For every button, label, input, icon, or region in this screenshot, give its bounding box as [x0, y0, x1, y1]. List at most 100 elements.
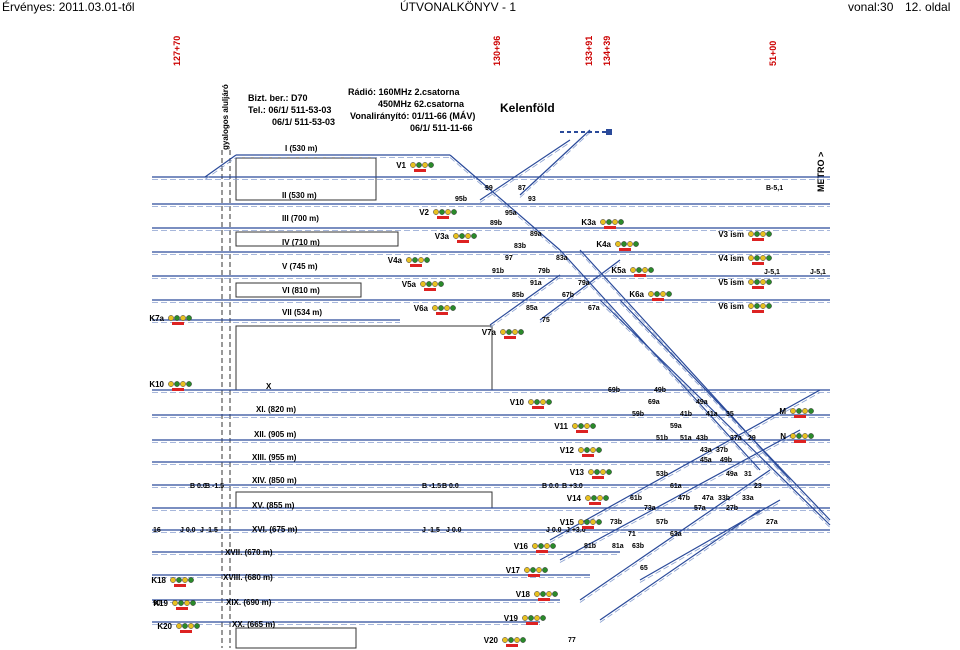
track-label: X	[266, 382, 272, 391]
signal-plate	[582, 526, 594, 529]
signal-label: V17	[506, 566, 521, 575]
signal-lamp	[172, 600, 178, 606]
signal-label: V4a	[388, 256, 403, 265]
switch-number: 87	[518, 185, 526, 192]
position-marker: B 0.0	[542, 483, 559, 490]
signal-label: V6 ism	[718, 302, 744, 311]
signal-lamp	[424, 257, 430, 263]
signal-lamp	[170, 577, 176, 583]
signal-lamp	[802, 408, 808, 414]
signal-plate	[410, 264, 422, 267]
switch-number: 73b	[610, 519, 622, 526]
switch-number: 69a	[648, 399, 660, 406]
signal-plate	[436, 312, 448, 315]
switch-number: 53b	[656, 471, 668, 478]
signal: K18	[151, 576, 194, 587]
signal-label: V19	[504, 614, 519, 623]
chainage-label: 51+00	[768, 41, 778, 66]
signal-lamp	[578, 447, 584, 453]
signal-lamp	[438, 281, 444, 287]
switch-number: 67a	[588, 305, 600, 312]
signal-lamp	[412, 257, 418, 263]
signal-label: V15	[560, 518, 575, 527]
switch-number: 67b	[562, 292, 574, 299]
switch-number: 41b	[680, 411, 692, 418]
signal-label: V7a	[482, 328, 497, 337]
position-marker: J-5,1	[810, 269, 826, 276]
signal-lamp	[439, 209, 445, 215]
signal-plate	[172, 388, 184, 391]
signal: V5 ism	[718, 278, 772, 289]
signal-lamp	[584, 519, 590, 525]
signal-lamp	[621, 241, 627, 247]
signal-label: V3 ism	[718, 230, 744, 239]
signal: V16	[514, 542, 556, 553]
signal-lamp	[182, 577, 188, 583]
track-line	[639, 499, 781, 581]
signal-plate	[576, 430, 588, 433]
signal: V15	[560, 518, 602, 529]
switch-number: 81a	[612, 543, 624, 550]
position-marker: 16	[153, 527, 161, 534]
switch-number: 47b	[678, 495, 690, 502]
signal-lamp	[578, 423, 584, 429]
signal-plate	[538, 598, 550, 601]
track-line	[479, 139, 571, 201]
track-label: V (745 m)	[282, 262, 318, 271]
signal-lamp	[648, 267, 654, 273]
signal-plate	[528, 574, 540, 577]
signal: V10	[510, 398, 552, 409]
signal: K6a	[629, 290, 672, 301]
signal-plate	[752, 238, 764, 241]
signal-lamp	[572, 423, 578, 429]
switch-number: 95a	[505, 210, 517, 217]
signal-lamp	[426, 281, 432, 287]
signal-lamp	[766, 303, 772, 309]
track-line	[549, 392, 821, 543]
platform	[235, 627, 357, 649]
signal-lamp	[754, 231, 760, 237]
switch-number: 71	[628, 531, 636, 538]
switch-number: 85b	[512, 292, 524, 299]
signal-lamp	[600, 219, 606, 225]
track-label: VI (810 m)	[282, 286, 320, 295]
signal-lamp	[540, 591, 546, 597]
signal-plate	[794, 415, 806, 418]
switch-number: 23	[754, 483, 762, 490]
switch-number: 73a	[644, 505, 656, 512]
switch-number: 85a	[526, 305, 538, 312]
signal-label: V11	[554, 422, 568, 431]
signal-label: N	[780, 432, 786, 441]
signal-lamp	[538, 543, 544, 549]
signal-lamp	[518, 329, 524, 335]
signal-lamp	[528, 399, 534, 405]
track-line	[619, 302, 831, 523]
position-marker: J 0.0	[180, 527, 196, 534]
signal: N	[780, 432, 814, 443]
signal-lamp	[600, 469, 606, 475]
track-label: I (530 m)	[285, 144, 318, 153]
signal-lamp	[636, 267, 642, 273]
signal-lamp	[760, 303, 766, 309]
signal: V6a	[414, 304, 456, 315]
signal: V18	[516, 590, 558, 601]
signal: K10	[149, 380, 192, 391]
position-marker: J +3.0	[566, 527, 586, 534]
track-label: XIV. (850 m)	[252, 476, 297, 485]
position-marker: J 0.0	[446, 527, 462, 534]
track-line	[539, 262, 621, 323]
signal-lamp	[544, 543, 550, 549]
signal-lamp	[530, 567, 536, 573]
signal: V19	[504, 614, 546, 625]
track-line	[559, 252, 761, 473]
position-marker: J-5,1	[764, 269, 780, 276]
switch-number: 69b	[608, 387, 620, 394]
signal-lamp	[808, 433, 814, 439]
signal-lamp	[808, 408, 814, 414]
signal-label: V5 ism	[718, 278, 744, 287]
signal-lamp	[178, 600, 184, 606]
track-label: XVIII. (680 m)	[223, 573, 273, 582]
signal-lamp	[660, 291, 666, 297]
switch-number: 49a	[726, 471, 738, 478]
